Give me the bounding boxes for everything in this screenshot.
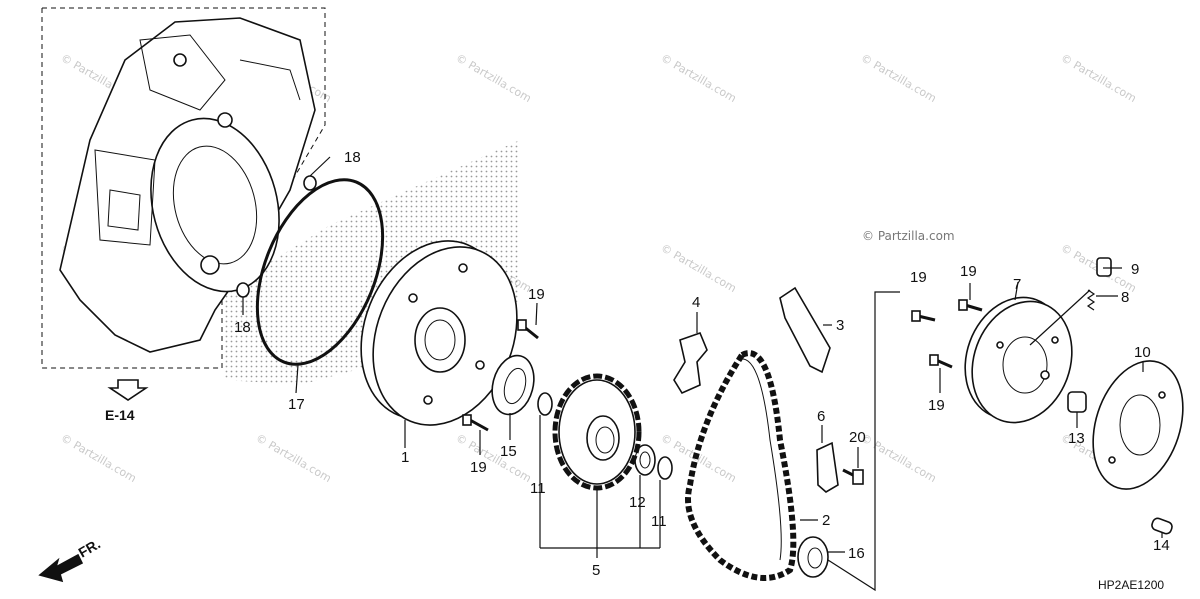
callout-2: 2	[822, 512, 830, 529]
callout-19-a: 19	[528, 286, 545, 303]
watermark: © Partzilla.com	[454, 431, 534, 485]
watermark: © Partzilla.com	[659, 51, 739, 105]
dowel-part-18-upper[interactable]	[303, 175, 317, 191]
callout-3: 3	[836, 317, 844, 334]
washer-part-11-left[interactable]	[537, 392, 553, 416]
watermark: © Partzilla.com	[1059, 51, 1139, 105]
watermark: © Partzilla.com	[254, 431, 334, 485]
washer-part-11-right[interactable]	[657, 456, 673, 480]
bracket-part-4[interactable]	[673, 331, 708, 395]
watermark: © Partzilla.com	[862, 229, 955, 243]
o-ring-part-17[interactable]	[233, 161, 408, 382]
callout-20: 20	[849, 429, 866, 446]
callout-12: 12	[629, 494, 646, 511]
callout-10: 10	[1134, 344, 1151, 361]
watermark: © Partzilla.com	[454, 51, 534, 105]
callout-16: 16	[848, 545, 865, 562]
pin-part-14[interactable]	[1151, 517, 1174, 535]
leader-lines	[242, 156, 1163, 592]
sprocket-part-5[interactable]	[552, 373, 642, 491]
crankcase-assembly	[41, 7, 326, 369]
callout-1: 1	[401, 449, 409, 466]
callout-4: 4	[692, 294, 700, 311]
callout-18-upper: 18	[344, 149, 361, 166]
plate-part-6[interactable]	[816, 441, 839, 493]
bolt-part-19-a[interactable]	[517, 319, 539, 340]
oil-seal-part-15[interactable]	[486, 351, 540, 419]
callout-19-d: 19	[960, 263, 977, 280]
oil-seal-part-16[interactable]	[797, 536, 829, 578]
pump-body-part-7[interactable]	[949, 283, 1089, 436]
plug-part-9[interactable]	[1096, 257, 1112, 277]
callout-17: 17	[288, 396, 305, 413]
callout-8: 8	[1121, 289, 1129, 306]
dowel-part-18-lower[interactable]	[236, 282, 250, 298]
callout-layer: 1 2 3 4 5 6 7 8 9 10 11 11 12 13 14 15 1…	[234, 149, 1170, 579]
callout-7: 7	[1013, 276, 1021, 293]
cover-part-1[interactable]	[335, 219, 542, 447]
callout-11-left: 11	[530, 480, 546, 497]
watermark: © Partzilla.com	[859, 431, 939, 485]
watermark: © Partzilla.com	[59, 431, 139, 485]
pin-part-13[interactable]	[1067, 391, 1087, 413]
reference-arrow: E-14	[105, 379, 149, 423]
reference-label: E-14	[105, 407, 135, 423]
drawing-code: HP2AE1200	[1098, 578, 1164, 592]
bolt-part-19-b[interactable]	[462, 414, 489, 432]
chain-guide-part-3[interactable]	[779, 286, 831, 374]
plate-part-10[interactable]	[1078, 349, 1199, 500]
bolt-part-19-c[interactable]	[911, 310, 936, 322]
chain-part-2[interactable]	[685, 350, 797, 581]
front-direction-arrow: FR.	[38, 535, 103, 583]
callout-13: 13	[1068, 430, 1085, 447]
spring-part-8[interactable]	[1086, 289, 1096, 311]
callout-15: 15	[500, 443, 517, 460]
watermark: © Partzilla.com	[659, 241, 739, 295]
callout-14: 14	[1153, 537, 1170, 554]
callout-19-c: 19	[910, 269, 927, 286]
callout-11-right: 11	[651, 513, 667, 530]
callout-5: 5	[592, 562, 600, 579]
bolt-part-20[interactable]	[842, 468, 864, 485]
callout-19-e: 19	[928, 397, 945, 414]
bolt-part-19-e[interactable]	[929, 354, 953, 369]
callout-9: 9	[1131, 261, 1139, 278]
callout-18-lower: 18	[234, 319, 251, 336]
callout-6: 6	[817, 408, 825, 425]
watermark: © Partzilla.com	[859, 51, 939, 105]
bolt-part-19-d[interactable]	[958, 299, 983, 312]
callout-19-b: 19	[470, 459, 487, 476]
